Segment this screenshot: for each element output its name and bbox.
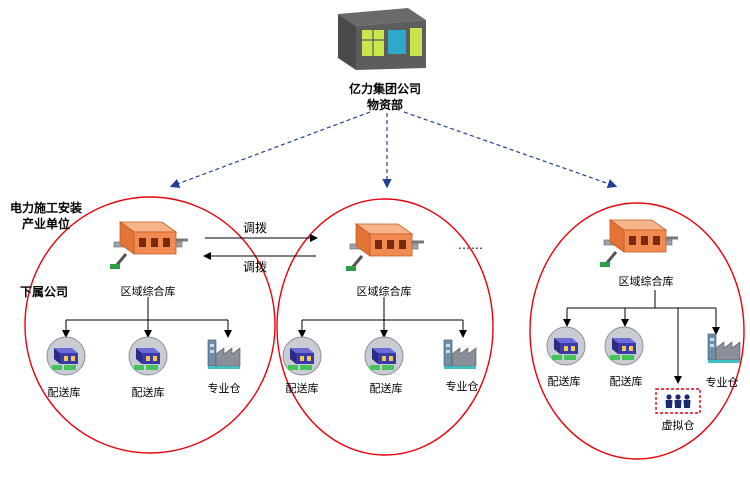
distribution-depot-label: 配送库 bbox=[369, 382, 403, 395]
hq-title: 亿力集团公司 物资部 bbox=[349, 81, 421, 113]
unit-label-line1: 电力施工安装 bbox=[9, 201, 82, 215]
distribution-depot-icon bbox=[604, 326, 644, 366]
distribution-depot-label: 配送库 bbox=[47, 386, 81, 399]
group-ellipse-3 bbox=[529, 202, 745, 460]
people-icon bbox=[665, 394, 691, 408]
distribution-depot-label: 配送库 bbox=[285, 382, 319, 395]
distribution-depot-label: 配送库 bbox=[609, 375, 643, 388]
distribution-depot-icon bbox=[282, 336, 322, 376]
regional-warehouse-icon bbox=[344, 222, 426, 273]
special-warehouse-label: 专业仓 bbox=[207, 382, 241, 395]
regional-warehouse-icon bbox=[108, 220, 190, 271]
distribution-depot-icon bbox=[364, 336, 404, 376]
regional-warehouse-label: 区域综合库 bbox=[618, 275, 674, 288]
dispatch-arrow-left bbox=[169, 111, 371, 188]
transfer-label-top: 调拨 bbox=[243, 221, 268, 235]
factory-icon bbox=[443, 339, 477, 370]
regional-warehouse-label: 区域综合库 bbox=[120, 285, 176, 298]
special-warehouse-label: 专业仓 bbox=[445, 380, 479, 393]
unit-label: 电力施工安装 产业单位 bbox=[6, 200, 86, 232]
distribution-depot-icon bbox=[546, 326, 586, 366]
regional-warehouse-label: 区域综合库 bbox=[356, 285, 412, 298]
virtual-warehouse-label: 虚拟仓 bbox=[661, 419, 695, 432]
transfer-label-bottom: 调拨 bbox=[243, 260, 268, 274]
distribution-depot-icon bbox=[46, 336, 86, 376]
special-warehouse-label: 专业仓 bbox=[705, 376, 739, 389]
dispatch-arrow-right bbox=[403, 111, 618, 189]
distribution-depot-label: 配送库 bbox=[131, 386, 165, 399]
factory-icon bbox=[207, 339, 241, 370]
hq-building-icon bbox=[337, 7, 427, 71]
distribution-depot-icon bbox=[128, 336, 168, 376]
factory-icon bbox=[707, 333, 741, 364]
hq-title-line1: 亿力集团公司 bbox=[348, 82, 422, 96]
distribution-depot-label: 配送库 bbox=[547, 375, 581, 388]
regional-warehouse-icon bbox=[598, 218, 680, 269]
hq-title-line2: 物资部 bbox=[366, 98, 404, 112]
group-ellipse-1 bbox=[24, 196, 276, 454]
subsidiary-label: 下属公司 bbox=[20, 285, 69, 299]
unit-label-line2: 产业单位 bbox=[21, 217, 70, 231]
group-ellipse-2 bbox=[276, 198, 494, 456]
ellipsis-label: …… bbox=[458, 238, 484, 252]
